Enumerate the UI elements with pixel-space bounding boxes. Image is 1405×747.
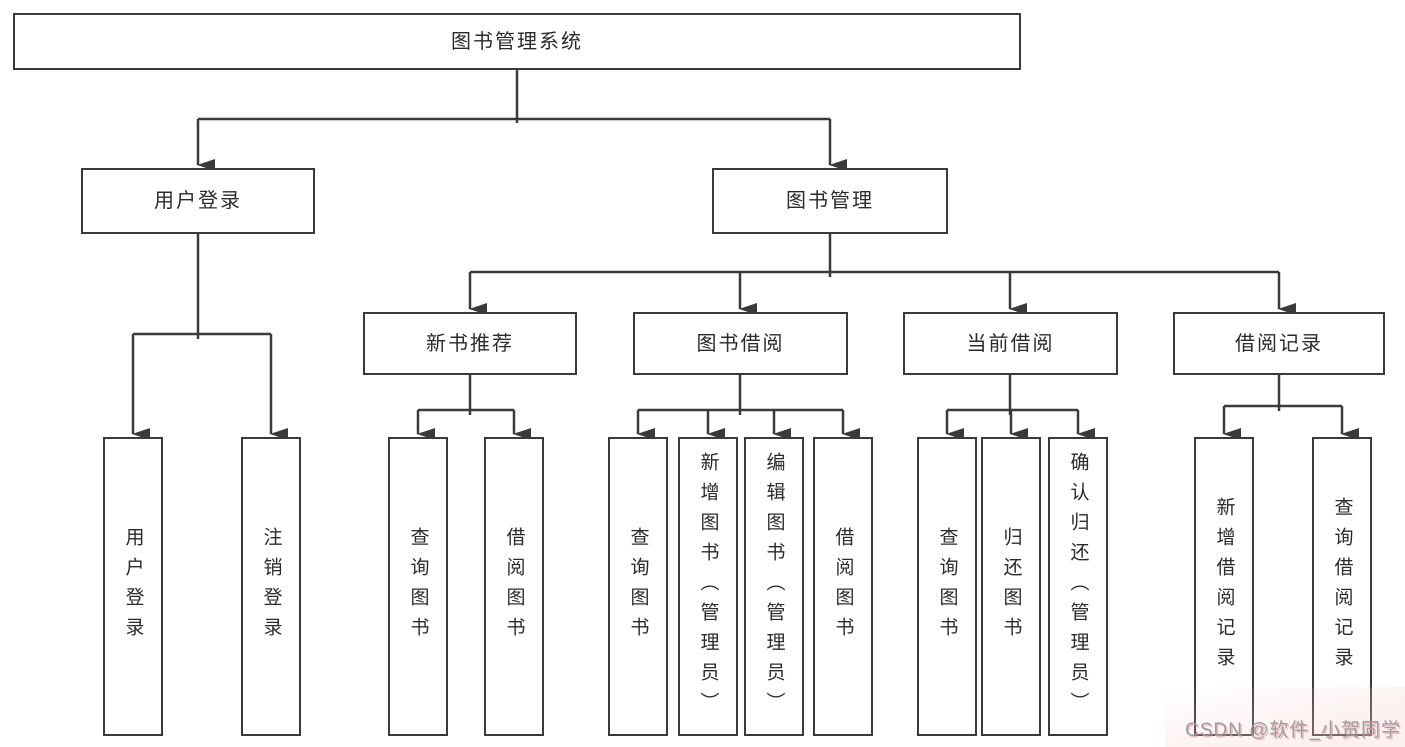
leaf-confirm-return-admin: 确认归还（管理员） <box>1048 437 1108 736</box>
node-book-borrow: 图书借阅 <box>633 312 848 375</box>
leaf-add-borrow-record: 新增借阅记录 <box>1194 437 1254 736</box>
leaf-edit-books-admin: 编辑图书（管理员） <box>744 437 804 736</box>
leaf-query-books: 查询图书 <box>608 437 668 736</box>
leaf-borrow-books-recommend: 借阅图书 <box>484 437 544 736</box>
connector-root-to-level2 <box>196 70 847 171</box>
connector-book-borrow-children <box>636 375 860 440</box>
node-book-management: 图书管理 <box>712 168 948 234</box>
leaf-return-books: 归还图书 <box>981 437 1041 736</box>
connector-new-book-rec-children <box>416 375 531 440</box>
leaf-borrow-books: 借阅图书 <box>813 437 873 736</box>
leaf-add-books-admin: 新增图书（管理员） <box>678 437 738 736</box>
leaf-query-books-recommend: 查询图书 <box>388 437 448 736</box>
node-new-book-recommend: 新书推荐 <box>363 312 577 375</box>
leaf-query-borrow-record: 查询借阅记录 <box>1312 437 1372 736</box>
csdn-watermark: CSDN @软件_小贺同学 <box>1185 720 1401 741</box>
node-current-borrow: 当前借阅 <box>903 312 1118 375</box>
node-user-login: 用户登录 <box>81 168 315 234</box>
leaf-query-books-current: 查询图书 <box>917 437 977 736</box>
connector-current-borrow-children <box>945 375 1095 440</box>
connector-user-login-children <box>131 234 288 440</box>
node-borrow-record: 借阅记录 <box>1173 312 1385 375</box>
connector-borrow-record-children <box>1222 375 1359 440</box>
connector-book-mgmt-to-level3 <box>468 234 1296 315</box>
leaf-user-login: 用户登录 <box>103 437 163 736</box>
node-library-system: 图书管理系统 <box>13 13 1021 70</box>
leaf-logout: 注销登录 <box>241 437 301 736</box>
